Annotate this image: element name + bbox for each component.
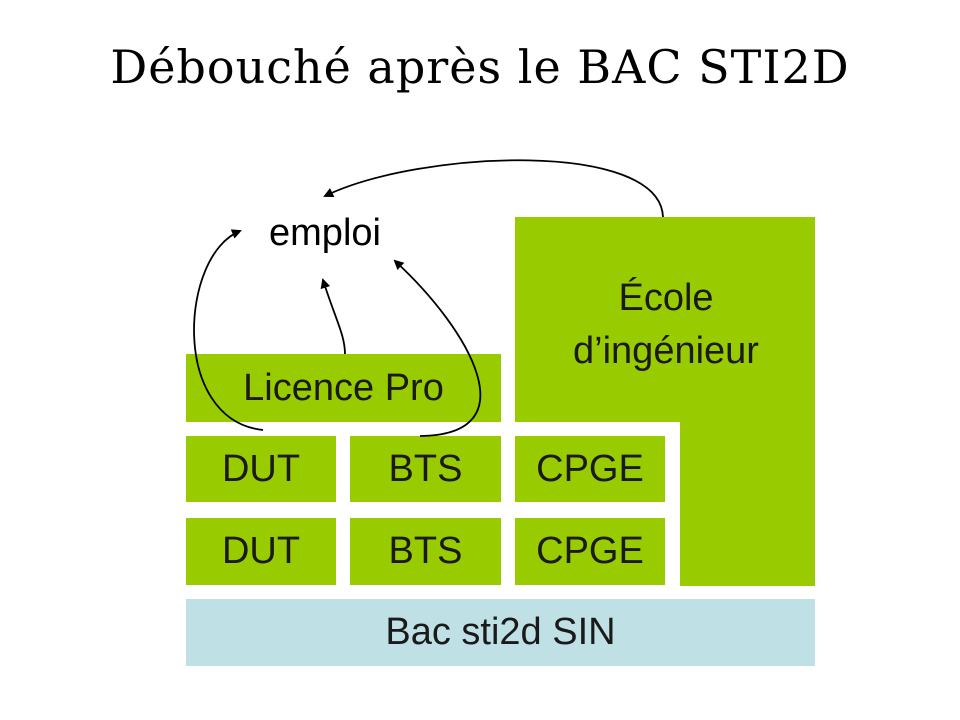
page-title: Débouché après le BAC STI2D xyxy=(110,40,850,94)
cpge-lower-box: CPGE xyxy=(515,518,665,585)
bts-upper-box: BTS xyxy=(350,436,501,502)
ecole-ingenieur-block-bottom xyxy=(680,420,815,586)
ecole-ingenieur-block-top xyxy=(515,217,815,422)
bts-lower-box: BTS xyxy=(350,518,501,585)
licence-pro-box: Licence Pro xyxy=(186,354,501,422)
arrow-licence-to-emploi xyxy=(320,278,346,355)
ecole-line2: d’ingénieur xyxy=(573,330,759,372)
arrow-ecole-to-emploi xyxy=(323,159,664,218)
emploi-label: emploi xyxy=(269,212,381,254)
bac-sti2d-sin-bar: Bac sti2d SIN xyxy=(186,599,815,666)
ecole-ingenieur-label: École d’ingénieur xyxy=(517,272,815,378)
dut-lower-box: DUT xyxy=(186,518,336,585)
ecole-line1: École xyxy=(618,277,714,319)
dut-upper-box: DUT xyxy=(186,436,336,502)
cpge-upper-box: CPGE xyxy=(515,436,665,502)
